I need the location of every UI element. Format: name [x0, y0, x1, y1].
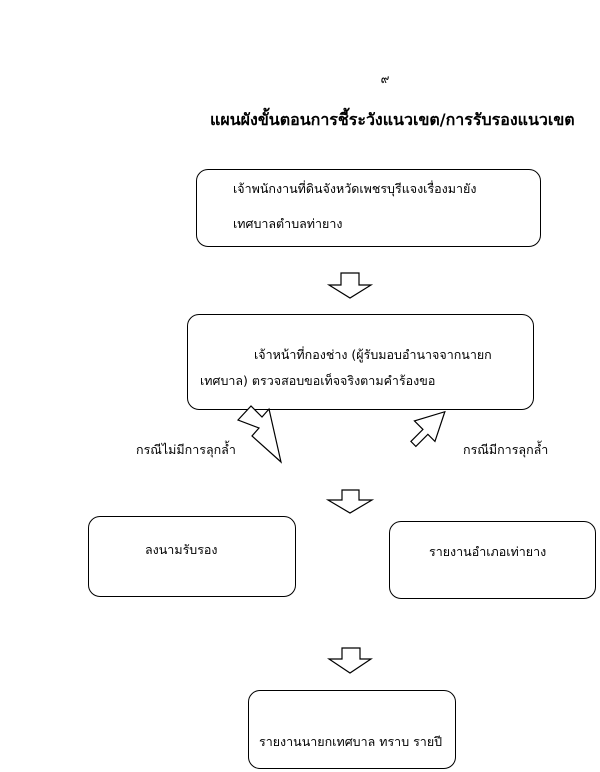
- node-report-mayor: รายงานนายกเทศบาล ทราบ รายปี: [248, 690, 456, 769]
- arrow-down-2: [325, 489, 375, 514]
- node-start-line1: เจ้าพนักงานที่ดินจังหวัดเพชรบุรีแจงเรื่อ…: [233, 181, 477, 196]
- node-sign-label: ลงนามรับรอง: [145, 542, 218, 557]
- page-number: ๙: [380, 72, 390, 86]
- node-report-mayor-label: รายงานนายกเทศบาล ทราบ รายปี: [259, 734, 443, 749]
- node-sign: ลงนามรับรอง: [88, 516, 296, 597]
- branch-label-encroach: กรณีมีการลุกล้ำ: [463, 442, 549, 457]
- branch-label-no-encroach: กรณีไม่มีการลุกล้ำ: [136, 442, 236, 457]
- arrow-diag-left: [236, 405, 283, 464]
- node-inspect: เจ้าหน้าที่กองช่าง (ผู้รับมอบอำนาจจากนาย…: [187, 314, 534, 410]
- node-inspect-line1: เจ้าหน้าที่กองช่าง (ผู้รับมอบอำนาจจากนาย…: [254, 347, 492, 362]
- arrow-diag-right: [410, 410, 446, 448]
- node-start-line2: เทศบาลตำบลท่ายาง: [233, 216, 343, 231]
- node-report-district: รายงานอำเภอเท่ายาง: [389, 521, 596, 599]
- arrow-down-3: [327, 647, 373, 674]
- node-report-district-label: รายงานอำเภอเท่ายาง: [429, 544, 547, 559]
- node-inspect-line2: เทศบาล) ตรวจสอบขอเท็จจริงตามคำร้องขอ: [200, 373, 436, 388]
- arrow-down-1: [326, 272, 374, 299]
- node-start: เจ้าพนักงานที่ดินจังหวัดเพชรบุรีแจงเรื่อ…: [196, 169, 541, 247]
- flowchart-title: แผนผังขั้นตอนการชี้ระวังแนวเขต/การรับรอง…: [210, 110, 575, 129]
